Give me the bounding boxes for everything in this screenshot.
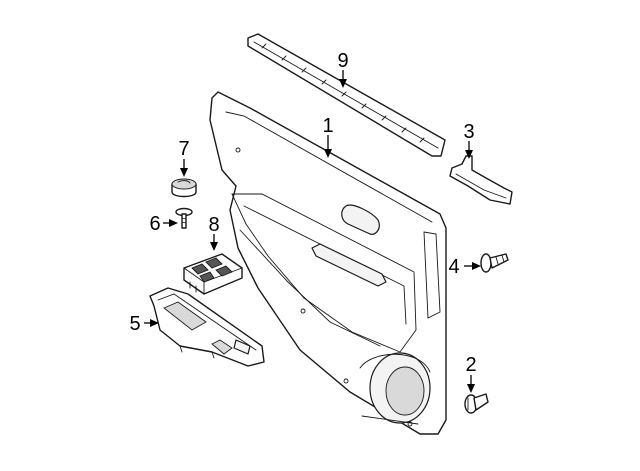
- screw-part: [175, 207, 193, 229]
- arrowhead-3: [465, 150, 473, 159]
- door-trim-panel-part: [209, 91, 447, 435]
- window-switch-part: [183, 253, 243, 295]
- arrowhead-8: [210, 242, 218, 251]
- cap-part: [171, 178, 197, 198]
- arrowhead-7: [180, 168, 188, 177]
- callout-2: 2: [465, 354, 476, 376]
- arrowhead-6: [169, 219, 178, 227]
- callout-7: 7: [178, 138, 189, 160]
- leader-lines: [144, 70, 481, 393]
- arrowhead-4: [472, 262, 481, 270]
- callout-4: 4: [448, 256, 459, 278]
- arrowhead-9: [339, 79, 347, 88]
- callout-1: 1: [322, 115, 333, 137]
- callout-6: 6: [149, 213, 160, 235]
- bracket-part: [449, 155, 513, 205]
- callout-8: 8: [208, 214, 219, 236]
- switch-bezel-part: [149, 287, 265, 367]
- arrowhead-1: [324, 149, 332, 158]
- callout-9: 9: [337, 50, 348, 72]
- callout-3: 3: [463, 121, 474, 143]
- arrowhead-2: [467, 384, 475, 393]
- fastener-part: [464, 393, 489, 414]
- callout-5: 5: [129, 313, 140, 335]
- belt-molding-part: [247, 33, 446, 157]
- clip-part: [480, 253, 509, 273]
- callout-numbers: 1 2 3 4 5 6 7 8 9: [129, 50, 476, 376]
- arrowhead-5: [150, 319, 159, 327]
